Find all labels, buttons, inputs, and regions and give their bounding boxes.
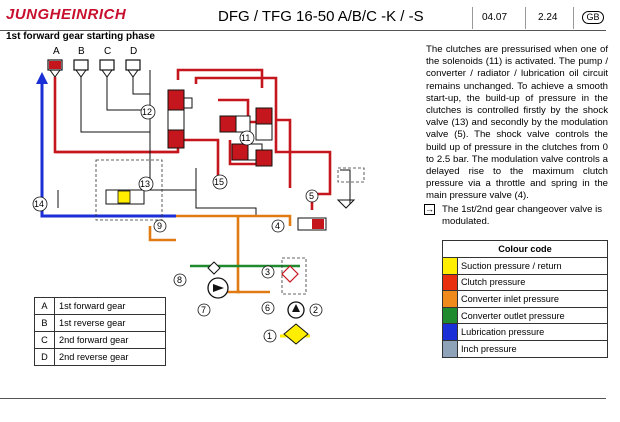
document-date: 04.07: [482, 12, 508, 23]
header-divider: [573, 7, 574, 29]
colour-code-header-row: Colour code: [442, 240, 608, 258]
gear-key: A: [34, 297, 55, 315]
clutch-labels: A B C D: [53, 46, 137, 57]
component-number-12: 12: [142, 107, 152, 117]
changeover-valve-12: [167, 89, 193, 149]
component-number-13: 13: [140, 179, 150, 189]
header-divider: [525, 7, 526, 29]
arrow-right-icon: →: [424, 204, 435, 215]
component-number-15: 15: [214, 177, 224, 187]
clutch-b-symbol: [73, 59, 89, 71]
page-header: JUNGHEINRICH DFG / TFG 16-50 A/B/C -K / …: [0, 0, 620, 30]
colour-code-row: Clutch pressure: [442, 273, 608, 292]
hydraulic-circuit-diagram: A B C D: [32, 46, 365, 345]
component-number-3: 3: [265, 267, 270, 277]
gear-key: D: [34, 348, 55, 366]
clutch-c-symbol: [99, 59, 115, 71]
clutch-label-d: D: [130, 46, 137, 57]
component-number-14: 14: [34, 199, 44, 209]
component-number-8: 8: [177, 275, 182, 285]
brand-logo: JUNGHEINRICH: [6, 6, 127, 23]
colour-label: Converter inlet pressure: [457, 290, 608, 308]
colour-code-table: Colour code Suction pressure / return Cl…: [442, 240, 608, 358]
modulation-check-valve: [336, 199, 356, 209]
shock-valve-spool: [117, 190, 131, 204]
lubrication-line: [40, 76, 176, 218]
changeover-note: The 1st/2nd gear changeover valve is mod…: [442, 204, 602, 228]
gear-row: B 1st reverse gear: [34, 314, 166, 332]
gear-label: 2nd forward gear: [54, 331, 166, 349]
document-title: DFG / TFG 16-50 A/B/C -K / -S: [218, 8, 424, 25]
filter-8: [207, 261, 221, 275]
colour-swatch-inch: [442, 339, 458, 358]
clutch-a-fill: [49, 61, 61, 69]
component-number-7: 7: [201, 305, 206, 315]
gear-key: B: [34, 314, 55, 332]
pump-2-arrow: [292, 304, 300, 312]
gear-legend-table: A 1st forward gear B 1st reverse gear C …: [34, 297, 166, 366]
component-number-2: 2: [313, 305, 318, 315]
header-divider: [472, 7, 473, 29]
gear-key: C: [34, 331, 55, 349]
component-number-5: 5: [309, 191, 314, 201]
description-text: The clutches are pressurised when one of…: [426, 44, 608, 202]
solenoid-valves-11: [219, 107, 273, 167]
pump-7-arrow: [213, 284, 224, 292]
clutch-symbols: [47, 59, 141, 78]
colour-swatch-lubrication: [442, 323, 458, 341]
footer-rule: [0, 398, 606, 399]
header-rule: [0, 30, 606, 31]
component-number-11: 11: [241, 133, 250, 143]
colour-swatch-clutch: [442, 273, 458, 292]
colour-swatch-converter-outlet: [442, 306, 458, 325]
gear-label: 1st forward gear: [54, 297, 166, 315]
gear-row: C 2nd forward gear: [34, 331, 166, 349]
colour-label: Converter outlet pressure: [457, 306, 608, 325]
language-badge: GB: [582, 11, 604, 24]
component-number-4: 4: [275, 221, 280, 231]
clutch-label-a: A: [53, 46, 60, 57]
clutch-label-b: B: [78, 46, 85, 57]
component-numbers: 1 2 3 4 5 6 7 8 9 11 12 13 14 15: [32, 104, 323, 343]
component-number-9: 9: [157, 221, 162, 231]
modulation-valve-housing: [337, 167, 365, 183]
lubrication-arrow: [36, 72, 48, 84]
colour-code-row: Lubrication pressure: [442, 323, 608, 341]
gear-row: D 2nd reverse gear: [34, 348, 166, 366]
page-number: 2.24: [538, 12, 558, 23]
cooler-housing: [281, 257, 307, 295]
radiator-3: [281, 265, 299, 283]
colour-code-title: Colour code: [442, 240, 608, 258]
colour-code-row: Converter inlet pressure: [442, 290, 608, 308]
colour-swatch-converter-inlet: [442, 290, 458, 308]
phase-title: 1st forward gear starting phase: [6, 31, 155, 42]
colour-code-row: Converter outlet pressure: [442, 306, 608, 325]
colour-label: Suction pressure / return: [457, 257, 608, 275]
gear-label: 1st reverse gear: [54, 314, 166, 332]
colour-label: Lubrication pressure: [457, 323, 608, 341]
component-number-1: 1: [267, 331, 272, 341]
colour-code-row: Inch pressure: [442, 339, 608, 358]
clutch-d-symbol: [125, 59, 141, 71]
shock-valve-housing: [95, 159, 163, 221]
colour-swatch-suction: [442, 257, 458, 275]
colour-label: Clutch pressure: [457, 273, 608, 292]
main-pressure-valve-fill: [312, 219, 324, 229]
gear-label: 2nd reverse gear: [54, 348, 166, 366]
clutch-label-c: C: [104, 46, 111, 57]
colour-code-row: Suction pressure / return: [442, 257, 608, 275]
gear-row: A 1st forward gear: [34, 297, 166, 315]
oil-filter-1: [283, 323, 309, 345]
colour-label: Inch pressure: [457, 339, 608, 358]
component-number-6: 6: [265, 303, 270, 313]
